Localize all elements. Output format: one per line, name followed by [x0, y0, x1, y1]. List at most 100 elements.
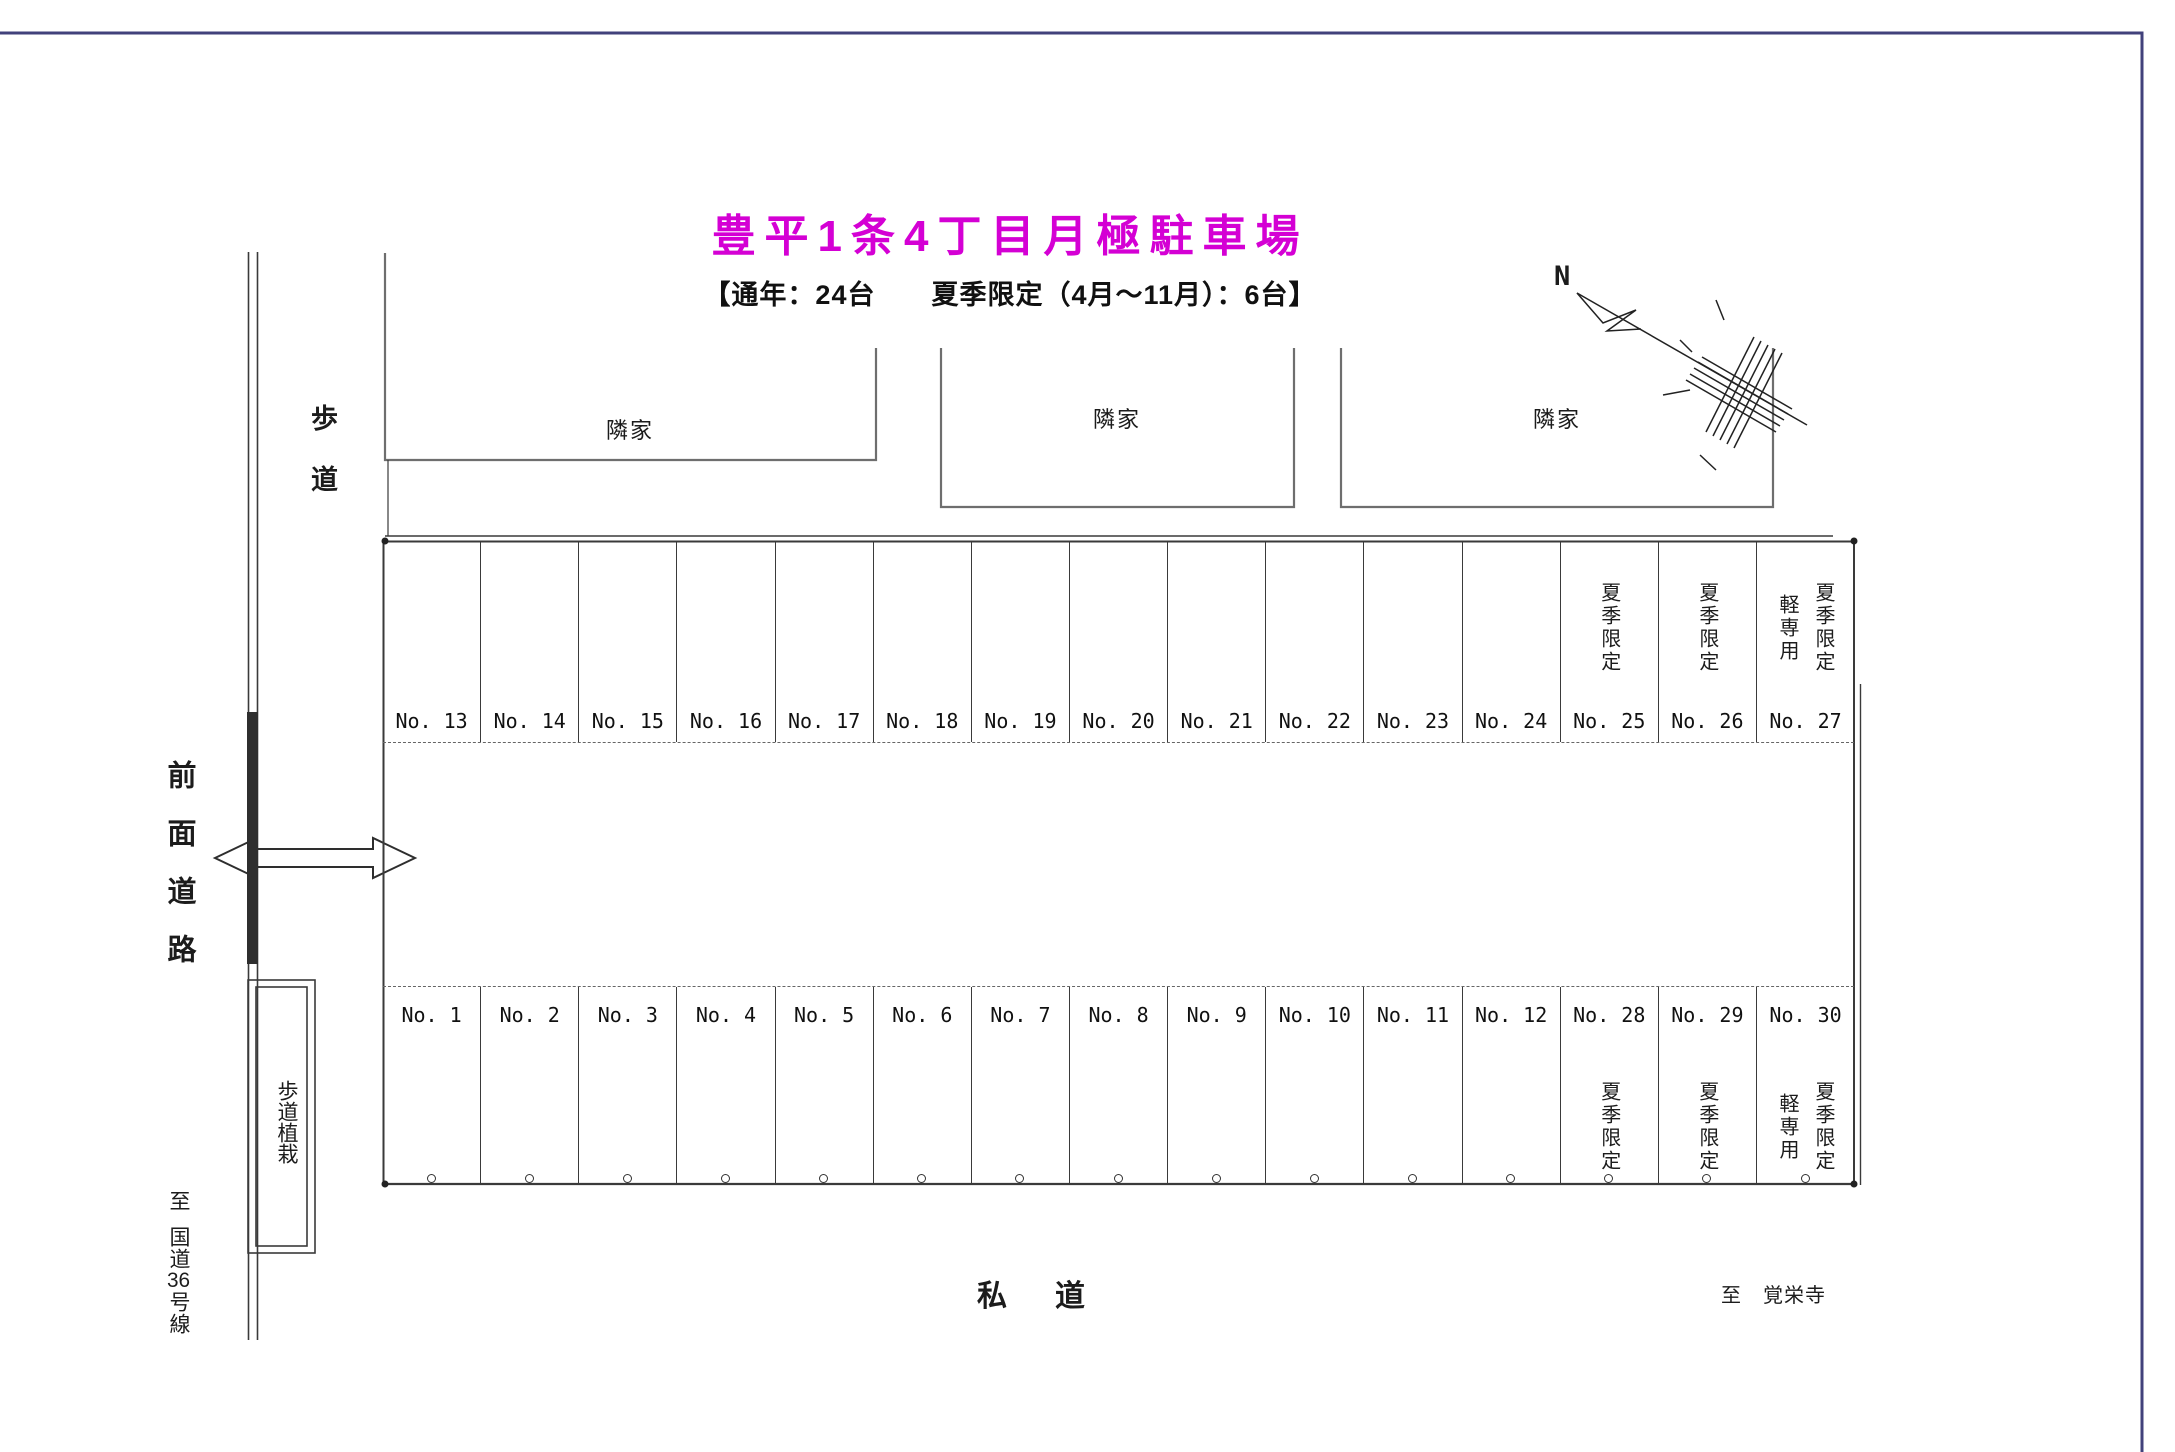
curb-hatch-band [247, 712, 258, 964]
parking-spot-6: No. 6 [874, 987, 972, 1184]
spot-number: No. 29 [1671, 1003, 1744, 1027]
parking-spot-27: No. 27 軽専用夏季限定 [1757, 541, 1854, 742]
parking-spot-2: No. 2 [481, 987, 580, 1184]
parking-spot-25: No. 25 夏季限定 [1561, 541, 1659, 742]
spot-restriction-note: 夏季限定 [1561, 582, 1658, 674]
spot-restriction-note: 軽専用夏季限定 [1757, 582, 1854, 674]
parking-spot-4: No. 4 [677, 987, 776, 1184]
parking-spot-8: No. 8 [1070, 987, 1169, 1184]
wheel-stopper-icon [1015, 1174, 1025, 1183]
wheel-stopper-icon [1604, 1174, 1614, 1183]
spot-number: No. 8 [1088, 1003, 1149, 1027]
parking-spot-14: No. 14 [481, 541, 580, 742]
private-road-label: 私 道 [977, 1280, 1094, 1313]
neighbor-label-3: 隣家 [1532, 407, 1582, 432]
wheel-stopper-icon [426, 1174, 436, 1183]
parking-spot-29: No. 29 夏季限定 [1659, 987, 1757, 1184]
wheel-stopper-icon [1309, 1174, 1319, 1183]
neighbor-label-1: 隣家 [605, 418, 655, 443]
spot-number: No. 21 [1180, 709, 1253, 733]
spot-restriction-note: 夏季限定 [1561, 1081, 1658, 1173]
spot-number: No. 25 [1573, 709, 1646, 733]
spot-number: No. 15 [591, 709, 664, 733]
wheel-stopper-icon [1506, 1174, 1516, 1183]
summer-only-label: 夏季限定 [1695, 582, 1718, 674]
route36-suffix: 号線 [167, 1291, 190, 1335]
parking-spot-17: No. 17 [776, 541, 874, 742]
summer-only-label: 夏季限定 [1812, 582, 1835, 674]
neighbor-boundaries [383, 253, 1775, 509]
spot-number: No. 19 [984, 709, 1057, 733]
parking-spot-15: No. 15 [579, 541, 678, 742]
parking-spot-19: No. 19 [972, 541, 1070, 742]
parking-spot-18: No. 18 [874, 541, 972, 742]
spot-number: No. 6 [892, 1003, 953, 1027]
north-arrow-icon [1576, 292, 1808, 471]
parking-spot-12: No. 12 [1463, 987, 1561, 1184]
spot-number: No. 24 [1474, 709, 1548, 733]
spot-number: No. 11 [1376, 1003, 1450, 1027]
parking-spot-9: No. 9 [1168, 987, 1267, 1184]
spot-number: No. 7 [990, 1003, 1051, 1027]
spot-number: No. 9 [1186, 1003, 1247, 1027]
page-border [0, 31, 2144, 1452]
parking-spot-7: No. 7 [972, 987, 1070, 1184]
wheel-stopper-icon [917, 1174, 927, 1183]
parking-spot-20: No. 20 [1070, 541, 1169, 742]
parking-spot-10: No. 10 [1266, 987, 1365, 1184]
wheel-stopper-icon [1113, 1174, 1123, 1183]
parking-row-south: No. 1 No. 2 No. 3 No. 4 No. 5 No. 6 No. 7 No. 8… [383, 986, 1854, 1184]
spot-number: No. 5 [794, 1003, 855, 1027]
spot-number: No. 16 [689, 709, 763, 733]
spot-number: No. 10 [1278, 1003, 1351, 1027]
planting-label: 歩道植栽 [275, 1080, 298, 1164]
spot-number: No. 12 [1474, 1003, 1548, 1027]
north-label: N [1554, 261, 1571, 292]
wheel-stopper-icon [1211, 1174, 1221, 1183]
parking-spot-3: No. 3 [579, 987, 678, 1184]
summer-only-label: 夏季限定 [1597, 582, 1620, 674]
neighbor-label-2: 隣家 [1092, 407, 1142, 432]
parking-spot-13: No. 13 [383, 541, 482, 742]
sidewalk-label: 歩道 [307, 404, 337, 526]
summer-only-label: 夏季限定 [1812, 1081, 1835, 1173]
spot-number: No. 27 [1769, 709, 1842, 733]
parking-spot-21: No. 21 [1168, 541, 1267, 742]
north-boundary-lines [384, 460, 1855, 543]
spot-number: No. 13 [395, 709, 468, 733]
wheel-stopper-icon [1702, 1174, 1712, 1183]
parking-spot-11: No. 11 [1364, 987, 1463, 1184]
spot-restriction-note: 夏季限定 [1659, 582, 1756, 674]
spot-number: No. 2 [499, 1003, 560, 1027]
front-road-label: 前面道路 [163, 760, 195, 992]
spot-number: No. 1 [401, 1003, 462, 1027]
spot-number: No. 23 [1376, 709, 1450, 733]
spot-number: No. 3 [597, 1003, 658, 1027]
parking-spot-1: No. 1 [383, 987, 482, 1184]
wheel-stopper-icon [1800, 1174, 1810, 1183]
route36-road: 国道 [167, 1226, 190, 1270]
survey-corner-dots [381, 537, 1858, 1188]
parking-spot-5: No. 5 [776, 987, 874, 1184]
kei-only-label: 軽専用 [1776, 1092, 1799, 1162]
route36-to-label: 至 [167, 1190, 190, 1211]
summer-only-label: 夏季限定 [1597, 1081, 1620, 1173]
parking-spot-22: No. 22 [1266, 541, 1365, 742]
spot-number: No. 28 [1573, 1003, 1646, 1027]
wheel-stopper-icon [1407, 1174, 1417, 1183]
spot-number: No. 30 [1769, 1003, 1842, 1027]
parking-row-north: No. 13 No. 14 No. 15 No. 16 No. 17 No. 18 No. … [383, 541, 1854, 743]
spot-number: No. 18 [886, 709, 959, 733]
route36-label: 国道36号線 [163, 1226, 193, 1335]
parking-spot-16: No. 16 [677, 541, 776, 742]
capacity-note: 【通年：24台 夏季限定（4月～11月）：6台】 [703, 280, 1317, 310]
spot-restriction-note: 軽専用夏季限定 [1757, 1081, 1854, 1173]
summer-only-label: 夏季限定 [1695, 1081, 1718, 1173]
parking-spot-28: No. 28 夏季限定 [1561, 987, 1659, 1184]
planting-box [247, 979, 316, 1254]
parking-spot-23: No. 23 [1364, 541, 1463, 742]
spot-number: No. 20 [1082, 709, 1155, 733]
